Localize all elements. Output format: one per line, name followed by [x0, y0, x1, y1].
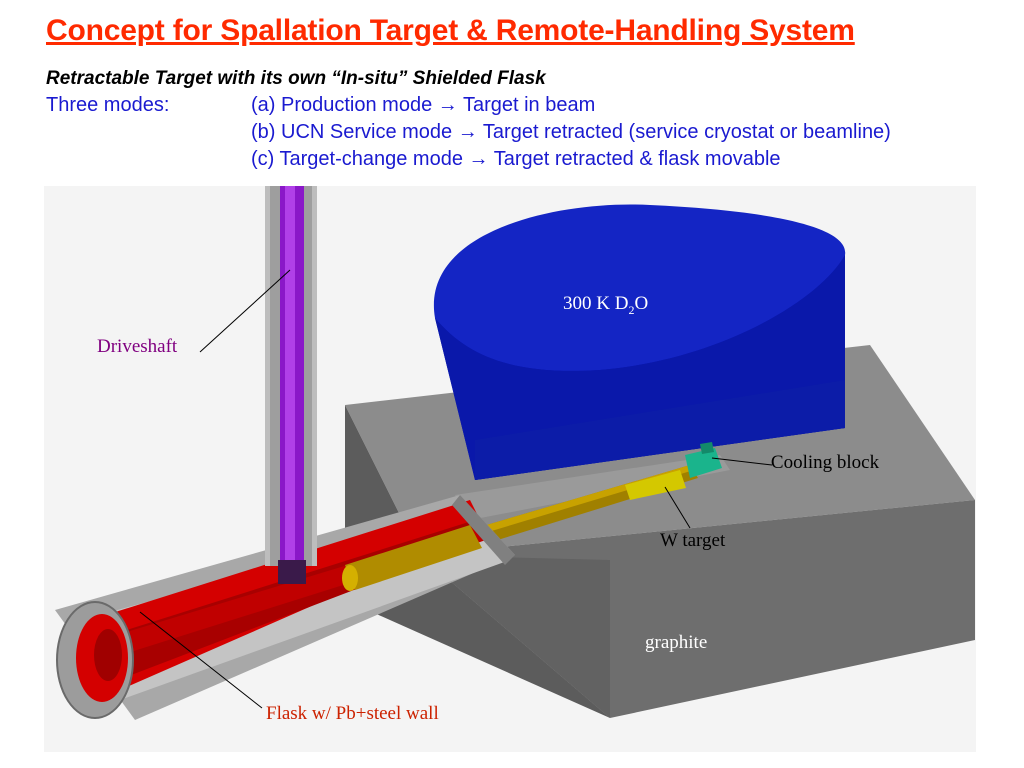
cooling-block-label: Cooling block: [770, 452, 880, 473]
diagram-drawing: [55, 186, 975, 720]
slide-subtitle: Retractable Target with its own “In-situ…: [46, 68, 546, 89]
modes-label: Three modes:: [46, 94, 170, 116]
target-system-diagram: [44, 186, 976, 752]
slide-title: Concept for Spallation Target & Remote-H…: [46, 14, 855, 47]
driveshaft-label: Driveshaft: [97, 336, 178, 357]
mode-target-change: (c) Target-change mode → Target retracte…: [251, 148, 781, 170]
w-target: [625, 470, 686, 500]
d2o-suffix: O: [634, 293, 649, 314]
cooling-block: [685, 448, 722, 478]
mode-production: (a) Production mode → Target in beam: [251, 94, 596, 116]
flask-label: Flask w/ Pb+steel wall: [266, 703, 439, 724]
d2o-prefix: 300 K D: [563, 293, 629, 314]
w-target-label: W target: [660, 530, 726, 551]
d2o-tank-top: [433, 204, 846, 371]
d2o-tank-label: 300 K D2O: [563, 293, 648, 318]
mode-ucn-service: (b) UCN Service mode → Target retracted …: [251, 121, 891, 143]
d2o-subscript: 2: [628, 302, 635, 317]
graphite-label: graphite: [645, 632, 708, 653]
